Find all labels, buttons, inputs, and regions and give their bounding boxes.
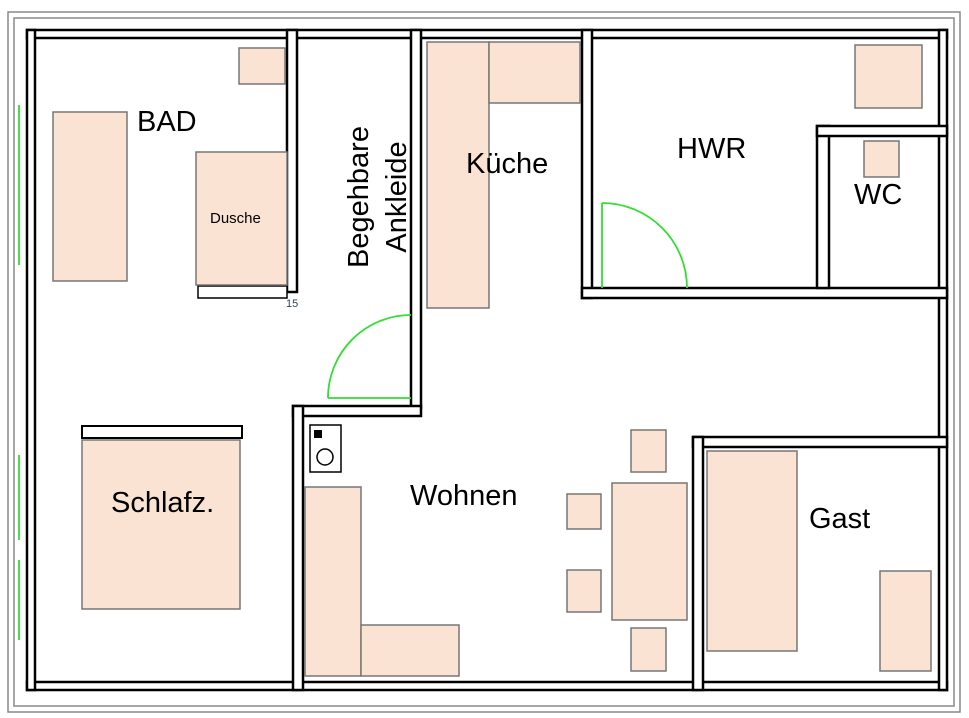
ankleide-line1: Begehbare	[343, 126, 375, 268]
headboard	[81, 425, 243, 439]
room-label-bad: BAD	[137, 106, 197, 138]
chair	[566, 493, 602, 530]
room-label-hwr: HWR	[677, 133, 747, 165]
doors	[18, 105, 688, 640]
furniture	[52, 41, 932, 677]
wc-toilet	[863, 140, 900, 178]
cabinet	[238, 47, 286, 85]
gast-cabinet	[879, 570, 932, 672]
dining-table	[611, 482, 688, 621]
chair	[566, 569, 602, 613]
sofa-bottom	[360, 624, 460, 677]
room-label-gast: Gast	[809, 503, 871, 535]
room-label-schlafz: Schlafz.	[111, 487, 215, 519]
dimension-label: 15	[286, 298, 299, 310]
room-label-wc: WC	[854, 179, 903, 211]
label-dusche: Dusche	[210, 210, 261, 227]
sofa-left	[304, 486, 362, 677]
bed-schlafz	[81, 439, 241, 610]
hwr-cabinet	[854, 44, 923, 109]
bed-gast	[706, 450, 798, 652]
room-label-wohnen: Wohnen	[410, 480, 518, 512]
chair	[630, 429, 667, 473]
outer-frame	[7, 11, 961, 713]
door-arc-hwr	[601, 202, 688, 289]
washing-machine-icon	[309, 424, 342, 473]
kitchen-counter-top	[488, 41, 581, 104]
ankleide-line2: Ankleide	[381, 141, 413, 253]
room-label-kueche: Küche	[466, 148, 549, 180]
bathtub	[52, 111, 128, 282]
walls	[25, 28, 949, 692]
kitchen-counter	[426, 41, 490, 309]
chair	[630, 627, 667, 672]
shower	[195, 151, 288, 286]
door-arc-ankleide	[327, 314, 412, 399]
